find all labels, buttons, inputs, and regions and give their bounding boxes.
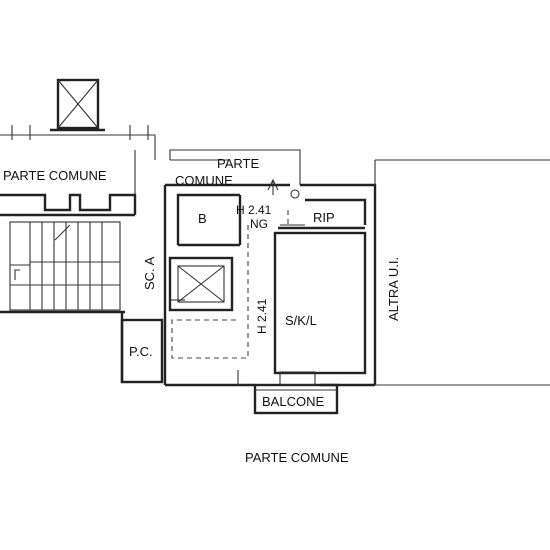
neighbour-unit [374, 159, 550, 386]
top-wall-stubs [0, 125, 156, 160]
label-ripostiglio: RIP [313, 210, 335, 225]
bathroom [176, 193, 242, 247]
living-area [273, 231, 367, 375]
label-pc: P.C. [129, 344, 153, 359]
label-parte-comune-top-1: PARTE [217, 156, 259, 171]
label-bagno: B [198, 211, 207, 226]
ripostiglio [278, 198, 367, 230]
label-scala: SC. A [142, 256, 157, 290]
label-parte-comune-top-2: COMUNE [175, 173, 233, 188]
label-soggiorno: S/K/L [285, 313, 317, 328]
pc-room [120, 312, 164, 384]
label-ng: NG [250, 217, 268, 231]
stairwell-left [0, 193, 137, 314]
label-parte-comune-bottom: PARTE COMUNE [245, 450, 349, 465]
balcony [253, 371, 339, 415]
entry-markers [267, 178, 300, 199]
label-parte-comune-left: PARTE COMUNE [3, 168, 107, 183]
top-shaft [50, 78, 105, 132]
lift-core [168, 256, 234, 312]
dashed-corridor [171, 210, 289, 359]
label-balcone: BALCONE [262, 394, 324, 409]
label-height-top: H 2.41 [236, 203, 272, 217]
label-altra-ui: ALTRA U.I. [386, 257, 401, 321]
label-height-side: H 2.41 [255, 298, 269, 334]
